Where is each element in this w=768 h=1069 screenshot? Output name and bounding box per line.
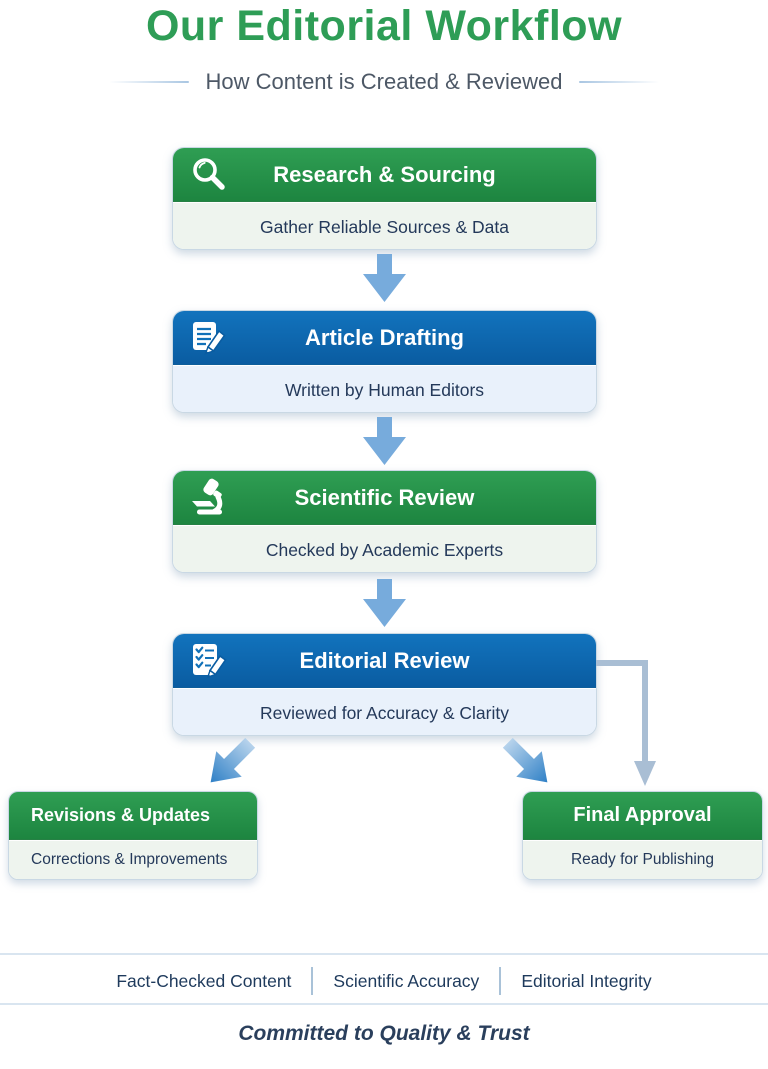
- step-description: Reviewed for Accuracy & Clarity: [173, 688, 596, 735]
- footer-badges: Fact-Checked Content Scientific Accuracy…: [0, 966, 768, 996]
- outcome-title: Revisions & Updates: [9, 792, 257, 840]
- footer-divider-top: [0, 953, 768, 955]
- document-pencil-icon: [193, 321, 226, 355]
- step-header: Scientific Review: [173, 471, 596, 525]
- step-research-sourcing: Research & Sourcing Gather Reliable Sour…: [172, 147, 597, 250]
- step-title: Article Drafting: [305, 324, 464, 350]
- step-header: Article Drafting: [173, 311, 596, 365]
- step-title: Editorial Review: [299, 647, 470, 673]
- microscope-icon: [192, 478, 223, 514]
- subtitle-row: How Content is Created & Reviewed: [0, 66, 768, 98]
- step-title: Research & Sourcing: [273, 161, 496, 187]
- step-header: Research & Sourcing: [173, 148, 596, 202]
- outcome-description: Ready for Publishing: [523, 840, 762, 879]
- branch-arrow-left: [210, 737, 256, 783]
- down-arrow: [363, 417, 406, 465]
- down-arrow: [363, 254, 406, 302]
- outcome-description: Corrections & Improvements: [9, 840, 257, 879]
- down-arrow: [363, 579, 406, 627]
- step-title: Scientific Review: [294, 484, 475, 510]
- outcome-final-approval: Final Approval Ready for Publishing: [522, 791, 763, 880]
- footer-tagline: Committed to Quality & Trust: [238, 1022, 530, 1045]
- approval-connector-line: [596, 660, 656, 786]
- magnifier-icon: [193, 157, 225, 190]
- badge-editorial-integrity: Editorial Integrity: [521, 970, 652, 991]
- subtitle-dash-right: [578, 81, 659, 83]
- outcome-revisions-updates: Revisions & Updates Corrections & Improv…: [8, 791, 258, 880]
- checklist-pencil-icon: [193, 643, 227, 678]
- step-description: Gather Reliable Sources & Data: [173, 202, 596, 249]
- subtitle-dash-left: [109, 81, 190, 83]
- page-title: Our Editorial Workflow: [145, 2, 623, 50]
- branch-arrow-right: [502, 737, 548, 783]
- badge-fact-checked: Fact-Checked Content: [116, 970, 292, 991]
- step-scientific-review: Scientific Review Checked by Academic Ex…: [172, 470, 597, 573]
- step-description: Checked by Academic Experts: [173, 525, 596, 572]
- outcome-title: Final Approval: [523, 792, 762, 840]
- step-description: Written by Human Editors: [173, 365, 596, 412]
- badge-separator: [499, 967, 502, 995]
- badge-separator: [311, 967, 314, 995]
- page-subtitle: How Content is Created & Reviewed: [205, 69, 563, 94]
- footer-divider-bottom: [0, 1003, 768, 1005]
- badge-scientific-accuracy: Scientific Accuracy: [333, 970, 480, 991]
- step-editorial-review: Editorial Review Reviewed for Accuracy &…: [172, 633, 597, 736]
- step-header: Editorial Review: [173, 634, 596, 688]
- step-article-drafting: Article Drafting Written by Human Editor…: [172, 310, 597, 413]
